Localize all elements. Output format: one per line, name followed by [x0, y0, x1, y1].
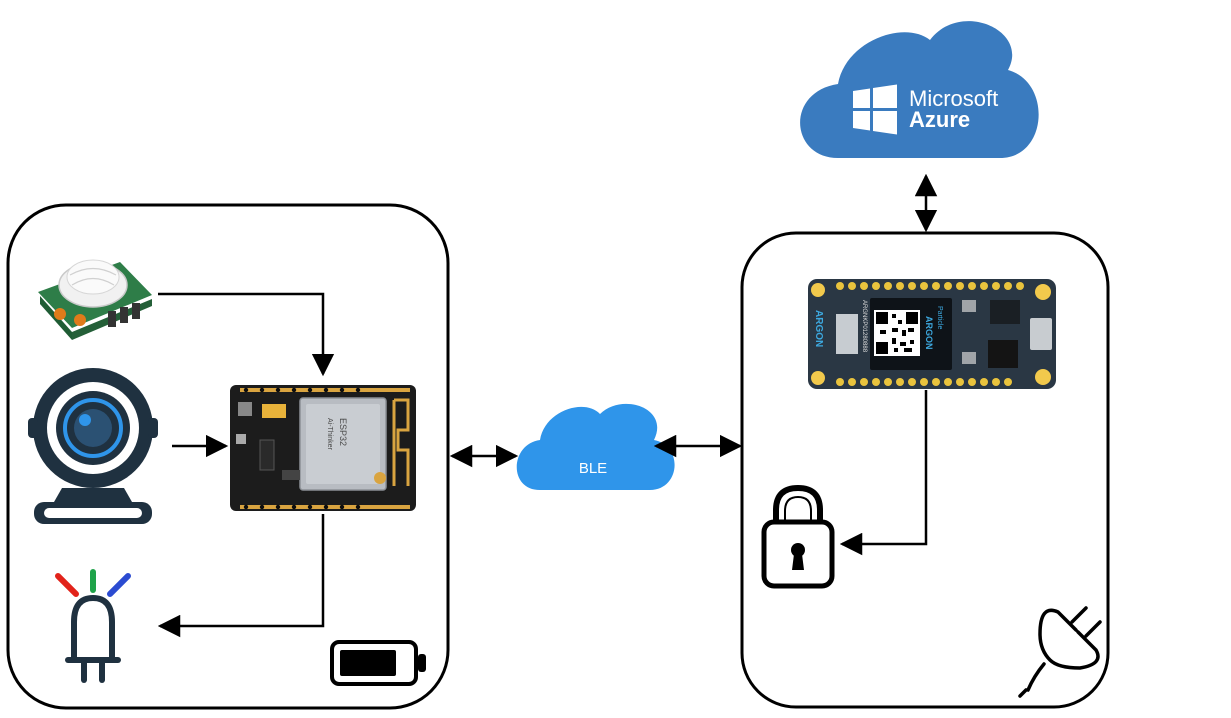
ble-label: BLE	[579, 460, 607, 477]
azure-label-line1: Microsoft	[909, 86, 998, 111]
esp32-cam-board: ESP32 Ai-Thinker	[230, 385, 416, 511]
battery-icon	[330, 640, 426, 686]
board-to-led-arrow	[157, 514, 325, 638]
rgb-led-icon	[55, 569, 131, 683]
pir-to-board-arrow	[158, 292, 335, 377]
azure-cloud: Microsoft Azure	[800, 21, 1039, 158]
webcam-icon	[28, 368, 158, 524]
pir-sensor-icon	[38, 259, 152, 340]
azure-label-line2: Azure	[909, 107, 970, 132]
windows-logo-icon	[853, 84, 897, 135]
esp32-chip-text-1: ESP32	[338, 418, 348, 446]
argon-brand-label: Particle	[936, 306, 943, 329]
argon-side-label: ARGON	[813, 310, 824, 347]
argon-id-text: ARGNKP01280888	[861, 300, 867, 353]
argon-to-lock-arrow	[839, 390, 928, 556]
particle-argon-board: ARGON ARGNKP01280888 Particle ARGON	[808, 279, 1056, 389]
argon-model-label: ARGON	[924, 316, 934, 350]
right-node-box	[740, 231, 1110, 709]
power-plug-icon	[1018, 606, 1102, 698]
left-node-box	[6, 203, 450, 710]
esp32-chip-text-2: Ai-Thinker	[326, 418, 333, 451]
ble-cloud: BLE	[516, 403, 675, 490]
padlock-icon	[761, 484, 835, 589]
